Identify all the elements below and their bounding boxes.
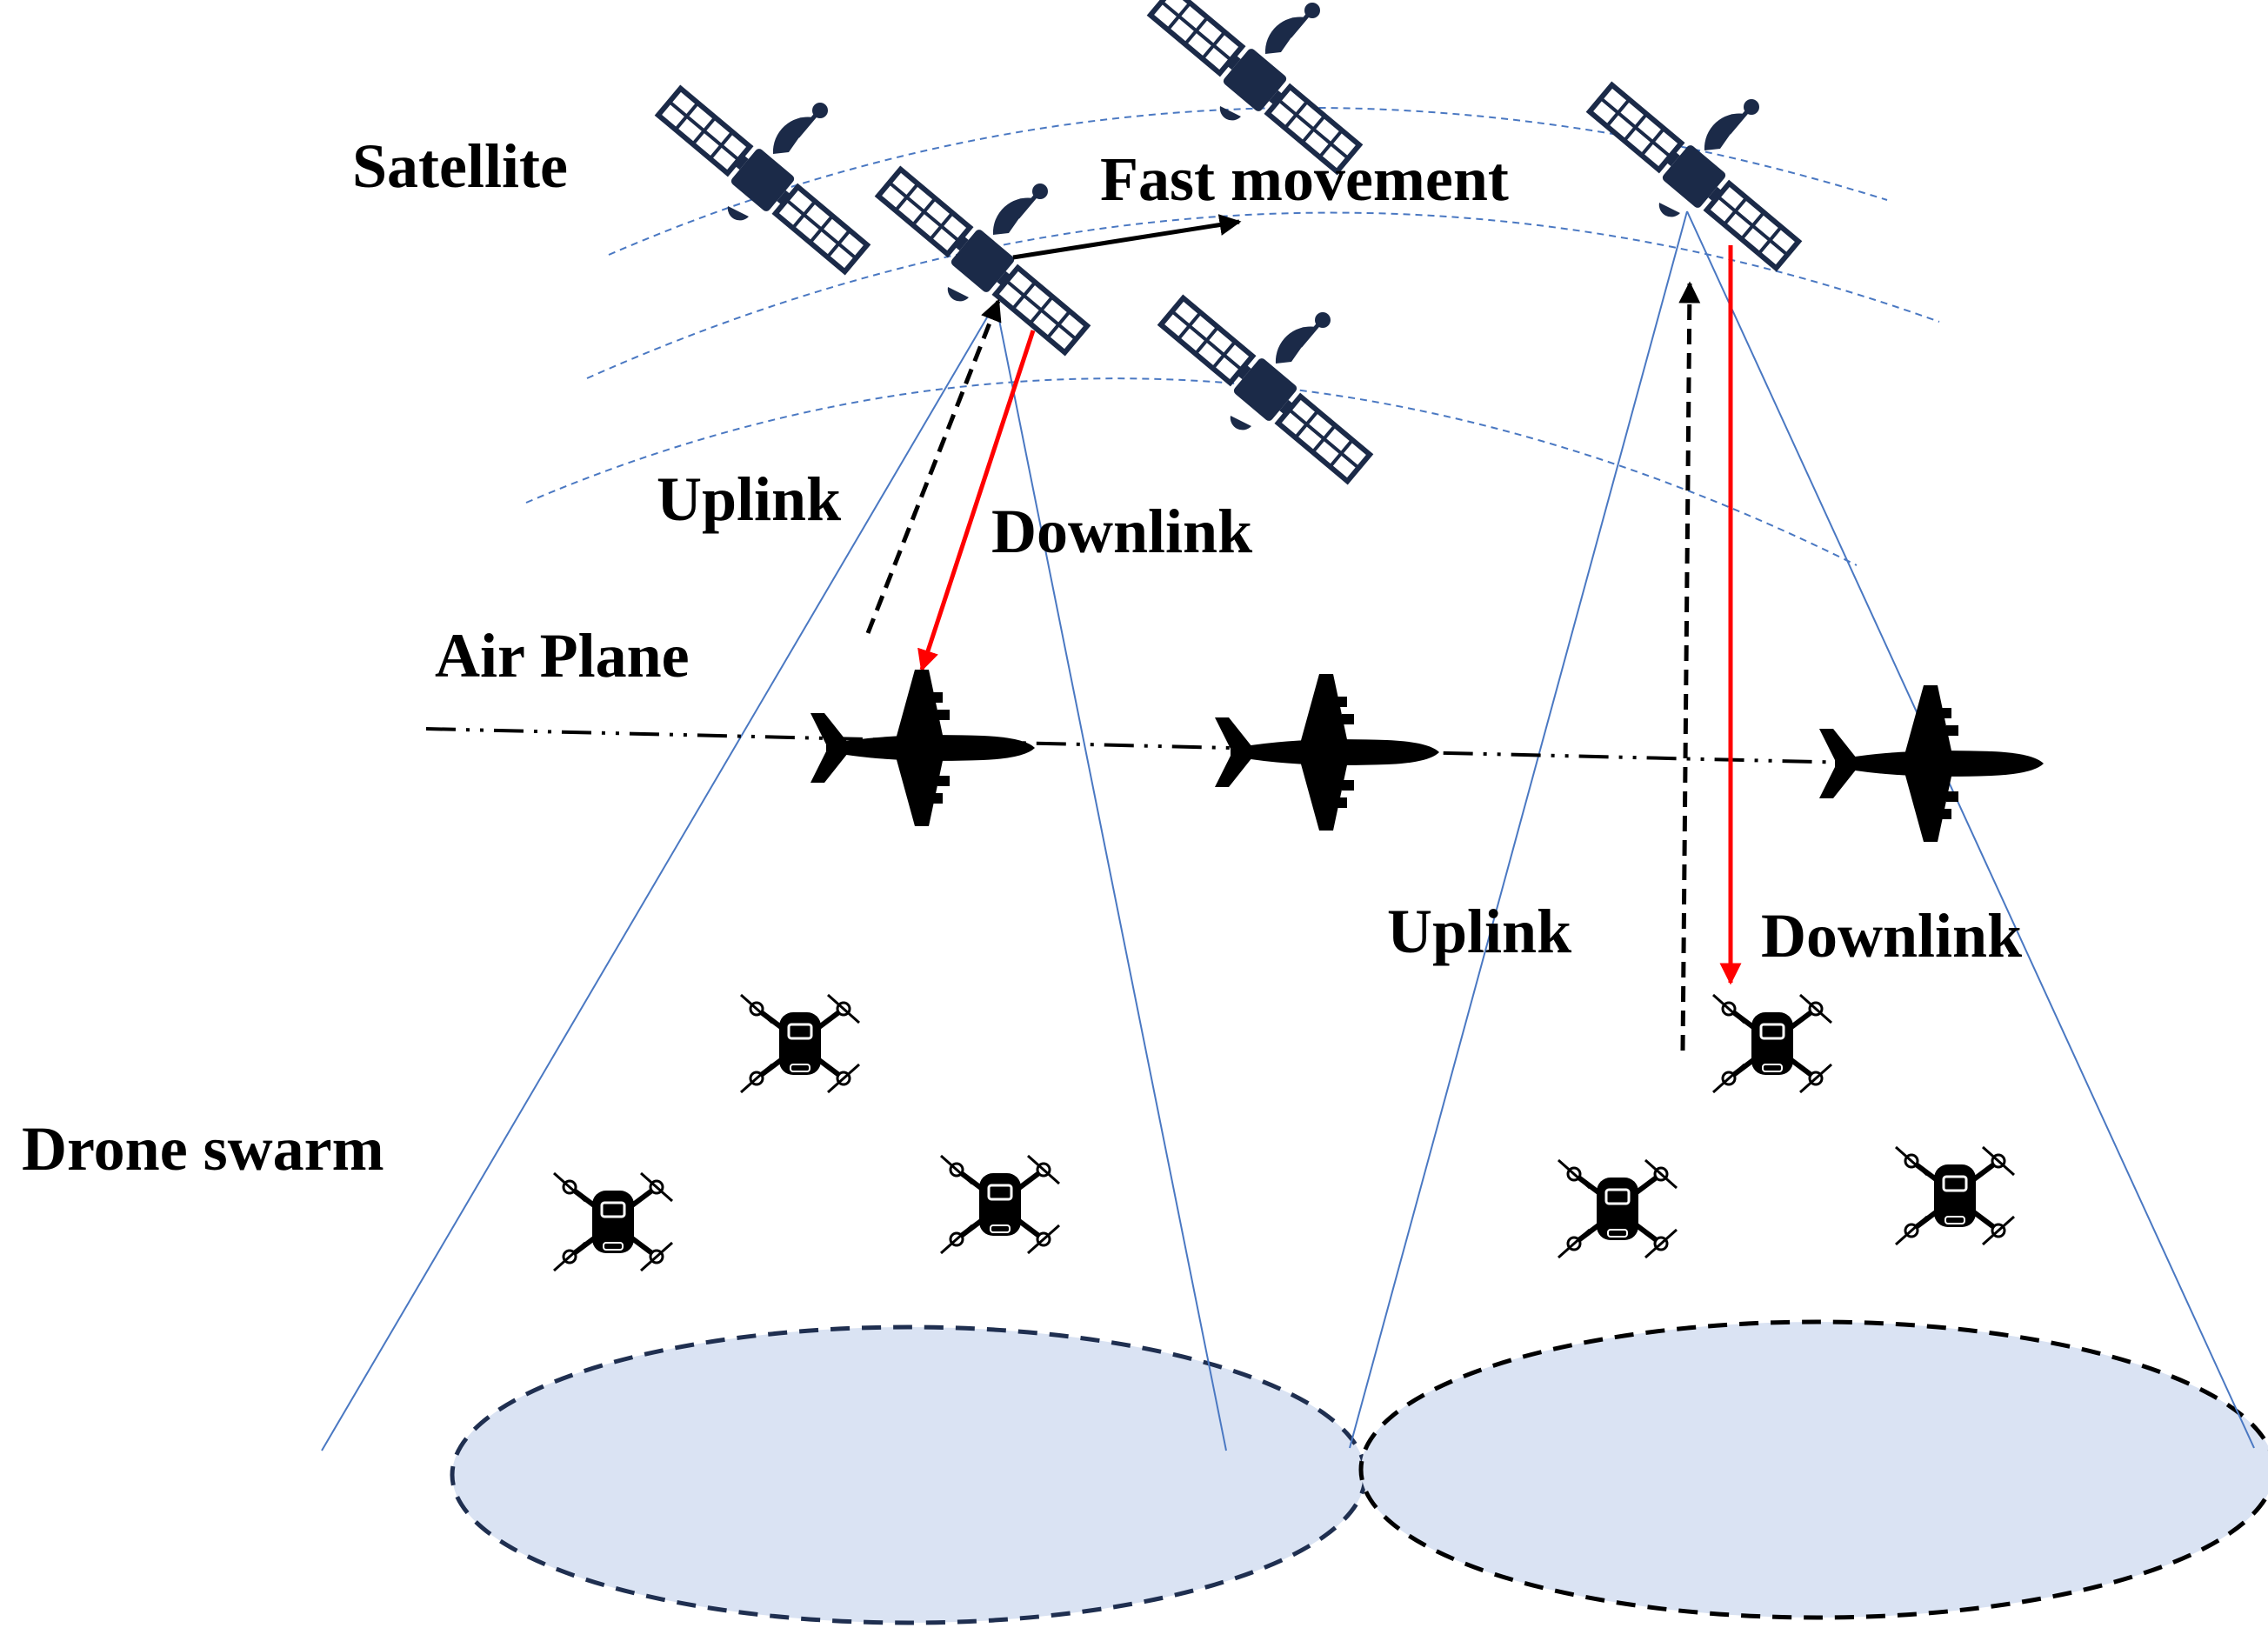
drone-icon bbox=[1713, 995, 1831, 1092]
uplink-arrow-right bbox=[1678, 281, 1701, 1051]
airplane-icon bbox=[810, 670, 1035, 826]
drone-icon bbox=[1896, 1147, 2014, 1244]
beam-left-inner bbox=[995, 302, 1227, 1451]
drone-icon bbox=[941, 1156, 1059, 1253]
uplink-arrow-left bbox=[865, 298, 1002, 634]
beam-right-outer bbox=[1349, 210, 1688, 1449]
fast-movement-label: Fast movement bbox=[1100, 144, 1509, 214]
coverage-area-left bbox=[450, 1324, 1368, 1625]
satellite-icon bbox=[875, 165, 1091, 357]
coverage-area-right bbox=[1358, 1319, 2268, 1620]
airplane-icon bbox=[1215, 674, 1439, 831]
airplane-icon bbox=[1819, 685, 2044, 842]
drone-icon bbox=[1558, 1160, 1677, 1258]
satellite-icon bbox=[1157, 294, 1373, 485]
drone-icon bbox=[741, 995, 859, 1092]
uplink-label-left: Uplink bbox=[657, 464, 842, 534]
uplink-label-right: Uplink bbox=[1387, 897, 1572, 966]
beam-left-outer bbox=[321, 302, 997, 1451]
orbit-path-lower bbox=[525, 377, 1858, 566]
downlink-arrow-left bbox=[917, 330, 1036, 672]
satellite-icon bbox=[655, 84, 871, 276]
drone-icon bbox=[554, 1173, 672, 1271]
fast-movement-arrow bbox=[1012, 214, 1242, 260]
downlink-label-left: Downlink bbox=[991, 497, 1253, 566]
orbit-path-middle bbox=[586, 211, 1940, 379]
air-plane-label: Air Plane bbox=[435, 621, 690, 691]
downlink-label-right: Downlink bbox=[1761, 901, 2023, 971]
beam-right-inner bbox=[1686, 210, 2255, 1449]
satellite-icon bbox=[1586, 81, 1802, 272]
drone-swarm-label: Drone swarm bbox=[22, 1114, 384, 1184]
beam-lines bbox=[321, 210, 2255, 1451]
satellite-label: Satellite bbox=[352, 131, 568, 201]
